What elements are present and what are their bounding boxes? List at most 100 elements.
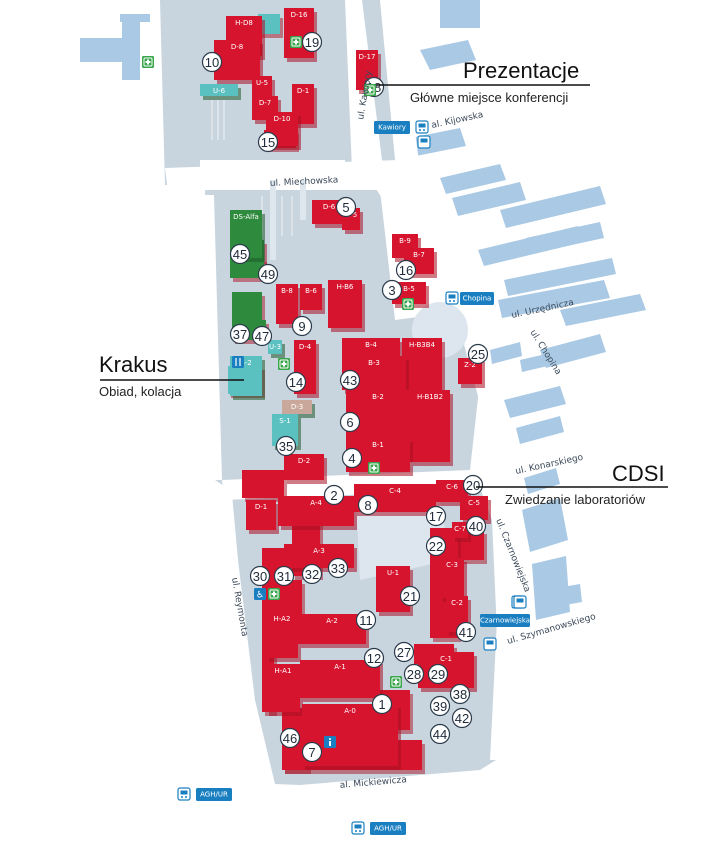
marker-label: 37	[233, 327, 247, 342]
marker-label: 39	[433, 699, 447, 714]
building-h-b1b2[interactable]	[410, 390, 450, 462]
restaurant-icon	[232, 356, 244, 368]
marker-45[interactable]: 45	[229, 243, 251, 265]
marker-label: 28	[407, 667, 421, 682]
building-label: B-1	[372, 441, 384, 449]
bus-stop-chopina[interactable]: Chopina	[445, 291, 494, 305]
building-b-4[interactable]	[342, 338, 400, 356]
bus-stop-kawiory[interactable]: Kawiory	[374, 120, 429, 134]
marker-label: 17	[429, 509, 443, 524]
marker-20[interactable]: 20	[462, 474, 484, 496]
marker-3[interactable]: 3	[381, 279, 403, 301]
marker-label: 25	[471, 347, 485, 362]
building-label: C-7	[454, 525, 466, 533]
bus-stop-aghur1[interactable]: AGH/UR	[177, 787, 232, 801]
marker-8[interactable]: 8	[357, 494, 379, 516]
building-label: D-10	[274, 115, 291, 123]
roads	[165, 0, 720, 816]
marker-9[interactable]: 9	[291, 315, 313, 337]
bus-stop-aghur2[interactable]: AGH/UR	[351, 821, 406, 835]
building-label: S-1	[279, 417, 290, 425]
building-d-3[interactable]	[282, 400, 312, 414]
building-a-1[interactable]	[300, 660, 380, 698]
bus-icon	[445, 291, 459, 305]
marker-39[interactable]: 39	[429, 695, 451, 717]
building-h-a1[interactable]	[266, 664, 300, 712]
building-u-5[interactable]	[252, 76, 272, 98]
marker-43[interactable]: 43	[339, 369, 361, 391]
marker-15[interactable]: 15	[257, 131, 279, 153]
building-label: S-2	[240, 359, 251, 367]
building-c-5[interactable]	[460, 496, 488, 520]
marker-38[interactable]: 38	[449, 683, 471, 705]
street-miechowska: ul. Miechowska	[270, 175, 339, 189]
marker-41[interactable]: 41	[455, 621, 477, 643]
marker-32[interactable]: 32	[301, 563, 323, 585]
building-label: C-4	[389, 487, 401, 495]
building-label: H-B1B2	[417, 393, 443, 401]
marker-16[interactable]: 16	[395, 259, 417, 281]
building-label: U-3	[269, 343, 281, 351]
marker-29[interactable]: 29	[427, 663, 449, 685]
marker-12[interactable]: 12	[363, 647, 385, 669]
building-b-6[interactable]	[300, 284, 322, 310]
marker-label: 33	[331, 561, 345, 576]
marker-40[interactable]: 40	[465, 515, 487, 537]
marker-2[interactable]: 2	[323, 484, 345, 506]
building-label: D-3	[291, 403, 303, 411]
marker-27[interactable]: 27	[393, 641, 415, 663]
marker-19[interactable]: 19	[301, 31, 323, 53]
marker-21[interactable]: 21	[399, 585, 421, 607]
marker-35[interactable]: 35	[275, 435, 297, 457]
building-d-1[interactable]	[246, 500, 276, 530]
marker-17[interactable]: 17	[425, 505, 447, 527]
marker-37[interactable]: 37	[229, 323, 251, 345]
svg-text:♿: ♿	[256, 591, 264, 601]
marker-4[interactable]: 4	[341, 447, 363, 469]
marker-33[interactable]: 33	[327, 557, 349, 579]
building-c-7[interactable]	[452, 522, 468, 538]
marker-label: 40	[469, 519, 483, 534]
marker-22[interactable]: 22	[425, 535, 447, 557]
building-label: U-6	[213, 87, 226, 95]
building-label: B-7	[413, 251, 425, 259]
building-b-2[interactable]	[346, 390, 410, 438]
first-aid-icon	[268, 588, 280, 600]
marker-47[interactable]: 47	[251, 325, 273, 347]
marker-42[interactable]: 42	[451, 707, 473, 729]
marker-25[interactable]: 25	[467, 343, 489, 365]
building-a-2[interactable]	[298, 614, 366, 644]
building-label: D-4	[299, 343, 312, 351]
building-label: H-A2	[274, 615, 291, 623]
building-label: A-3	[313, 547, 325, 555]
building-b-8[interactable]	[276, 284, 298, 324]
info-icon	[324, 736, 336, 748]
bus-icon	[513, 595, 527, 609]
marker-28[interactable]: 28	[403, 663, 425, 685]
building-label: H-B6	[337, 283, 354, 291]
building-h-a2[interactable]	[266, 612, 298, 658]
marker-7[interactable]: 7	[301, 741, 323, 763]
marker-1[interactable]: 1	[371, 693, 393, 715]
bus-stop-label: Chopina	[463, 295, 492, 303]
marker-11[interactable]: 11	[355, 609, 377, 631]
building-label: A-2	[326, 617, 338, 625]
building-h-b6[interactable]	[328, 280, 362, 328]
marker-49[interactable]: 49	[257, 263, 279, 285]
building-u-3[interactable]	[268, 340, 282, 354]
building-d-2[interactable]	[284, 454, 324, 480]
marker-30[interactable]: 30	[249, 565, 271, 587]
marker-10[interactable]: 10	[201, 51, 223, 73]
building-c-3[interactable]	[440, 558, 464, 598]
building-label: B-3	[368, 359, 380, 367]
building-u-6[interactable]	[200, 84, 238, 96]
building-part	[242, 470, 284, 498]
marker-31[interactable]: 31	[273, 565, 295, 587]
marker-5[interactable]: 5	[335, 196, 357, 218]
marker-6[interactable]: 6	[339, 411, 361, 433]
first-aid-icon	[364, 84, 376, 96]
marker-44[interactable]: 44	[429, 723, 451, 745]
marker-14[interactable]: 14	[285, 371, 307, 393]
marker-46[interactable]: 46	[279, 727, 301, 749]
